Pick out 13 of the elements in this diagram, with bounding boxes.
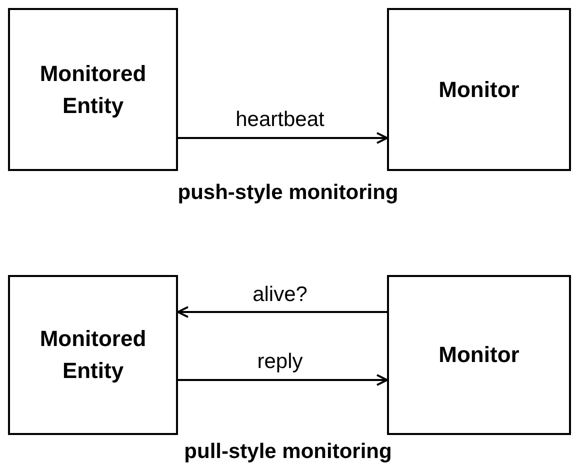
entity-box	[387, 8, 571, 171]
box-label: Monitor	[438, 76, 520, 104]
entity-box	[8, 275, 178, 435]
box-label: Monitored Entity	[38, 60, 148, 120]
box-label: Monitored Entity	[38, 325, 148, 385]
arrow	[177, 306, 387, 318]
diagram-caption: pull-style monitoring	[184, 439, 392, 465]
entity-box	[8, 8, 178, 171]
arrow	[178, 132, 388, 144]
arrow	[178, 374, 388, 386]
entity-box	[387, 275, 571, 435]
box-label: Monitor	[438, 341, 520, 369]
diagram-caption: push-style monitoring	[178, 180, 398, 206]
